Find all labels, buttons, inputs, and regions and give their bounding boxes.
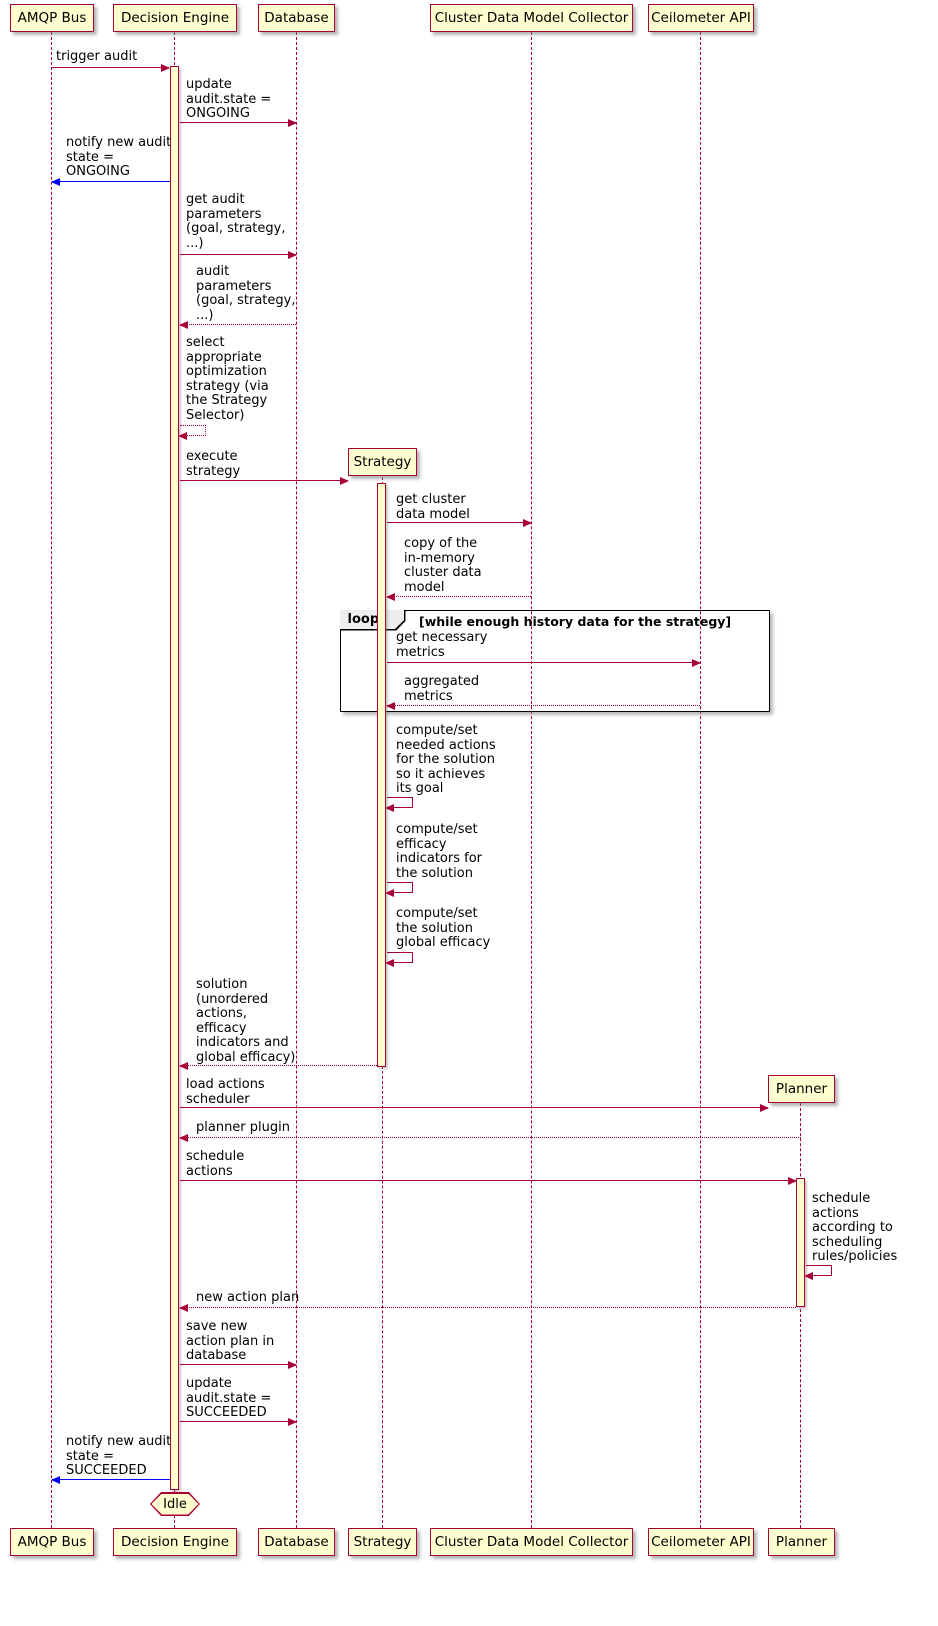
- message-execute-strategy: execute strategy: [186, 449, 241, 479]
- activation-strategy: [377, 483, 386, 1067]
- arrow-solution-return: [179, 1061, 377, 1070]
- end-state-label: Idle: [151, 1493, 199, 1515]
- arrow-execute-strategy: [180, 476, 349, 485]
- lifeline-cluster-collector: [531, 32, 532, 1528]
- participant-amqp-bus-top: AMQP Bus: [10, 4, 94, 32]
- message-copy-model: copy of the in-memory cluster data model: [404, 536, 482, 595]
- self-arrow-compute-global: [385, 952, 413, 967]
- loop-label: loop: [339, 609, 404, 629]
- message-get-audit-params: get audit parameters (goal, strategy, ..…: [186, 192, 286, 251]
- arrow-get-audit-params: [180, 250, 297, 259]
- participant-database-top: Database: [258, 4, 335, 32]
- participant-cluster-collector-bottom: Cluster Data Model Collector: [430, 1528, 633, 1556]
- message-update-ongoing: update audit.state = ONGOING: [186, 77, 272, 121]
- arrow-get-cluster-model: [387, 518, 532, 527]
- loop-frame: loop [while enough history data for the …: [339, 609, 770, 712]
- arrow-save-plan: [180, 1360, 297, 1369]
- message-compute-actions: compute/set needed actions for the solut…: [396, 723, 496, 796]
- arrow-trigger-audit: [52, 63, 170, 72]
- self-arrow-compute-efficacy: [385, 882, 413, 897]
- participant-cluster-collector-top: Cluster Data Model Collector: [430, 4, 633, 32]
- participant-planner-created: Planner: [768, 1075, 835, 1103]
- arrow-get-metrics: [387, 658, 701, 667]
- loop-condition: [while enough history data for the strat…: [419, 614, 732, 629]
- message-new-action-plan: new action plan: [196, 1290, 300, 1305]
- message-solution: solution (unordered actions, efficacy in…: [196, 977, 296, 1065]
- participant-planner-bottom: Planner: [768, 1528, 835, 1556]
- message-schedule-actions: schedule actions: [186, 1149, 245, 1179]
- participant-database-bottom: Database: [258, 1528, 335, 1556]
- end-state-hexagon: Idle: [150, 1492, 200, 1516]
- self-arrow-select-strategy: [178, 425, 206, 440]
- arrow-new-action-plan: [179, 1303, 796, 1312]
- message-aggregated-metrics: aggregated metrics: [404, 674, 480, 704]
- message-compute-global: compute/set the solution global efficacy: [396, 906, 491, 950]
- loop-frame-tab: loop: [339, 609, 406, 631]
- message-compute-efficacy: compute/set efficacy indicators for the …: [396, 822, 483, 881]
- arrow-load-scheduler: [180, 1103, 769, 1112]
- message-get-cluster-model: get cluster data model: [396, 492, 470, 522]
- message-update-succeeded: update audit.state = SUCCEEDED: [186, 1376, 272, 1420]
- participant-decision-engine-top: Decision Engine: [113, 4, 237, 32]
- message-trigger-audit: trigger audit: [56, 49, 138, 64]
- message-notify-succeeded: notify new audit state = SUCCEEDED: [66, 1434, 172, 1478]
- activation-planner: [796, 1178, 805, 1307]
- message-notify-ongoing: notify new audit state = ONGOING: [66, 135, 172, 179]
- message-schedule-rules: schedule actions according to scheduling…: [812, 1191, 898, 1264]
- lifeline-database: [296, 32, 297, 1528]
- message-load-scheduler: load actions scheduler: [186, 1077, 265, 1107]
- message-planner-plugin: planner plugin: [196, 1120, 290, 1135]
- arrow-audit-params-return: [179, 320, 296, 329]
- arrow-copy-model-return: [386, 592, 531, 601]
- arrow-notify-ongoing: [51, 177, 170, 186]
- participant-decision-engine-bottom: Decision Engine: [113, 1528, 237, 1556]
- arrow-aggregated-metrics: [386, 701, 700, 710]
- message-get-metrics: get necessary metrics: [396, 630, 488, 660]
- activation-decision-engine: [170, 66, 179, 1490]
- arrow-schedule-actions: [180, 1176, 797, 1185]
- arrow-update-succeeded: [180, 1417, 297, 1426]
- participant-ceilometer-api-bottom: Ceilometer API: [648, 1528, 754, 1556]
- self-arrow-compute-actions: [385, 797, 413, 812]
- participant-strategy-created: Strategy: [348, 448, 417, 476]
- lifeline-ceilometer-api: [700, 32, 701, 1528]
- message-save-plan: save new action plan in database: [186, 1319, 275, 1363]
- arrow-update-ongoing: [180, 118, 297, 127]
- participant-strategy-bottom: Strategy: [348, 1528, 417, 1556]
- message-audit-params: audit parameters (goal, strategy, ...): [196, 264, 296, 323]
- message-select-strategy: select appropriate optimization strategy…: [186, 335, 269, 423]
- arrow-notify-succeeded: [51, 1475, 170, 1484]
- lifeline-amqp-bus: [51, 32, 52, 1528]
- arrow-planner-plugin: [179, 1133, 801, 1142]
- participant-ceilometer-api-top: Ceilometer API: [648, 4, 754, 32]
- lifeline-planner: [800, 1103, 801, 1528]
- self-arrow-schedule-rules: [804, 1265, 832, 1280]
- participant-amqp-bus-bottom: AMQP Bus: [10, 1528, 94, 1556]
